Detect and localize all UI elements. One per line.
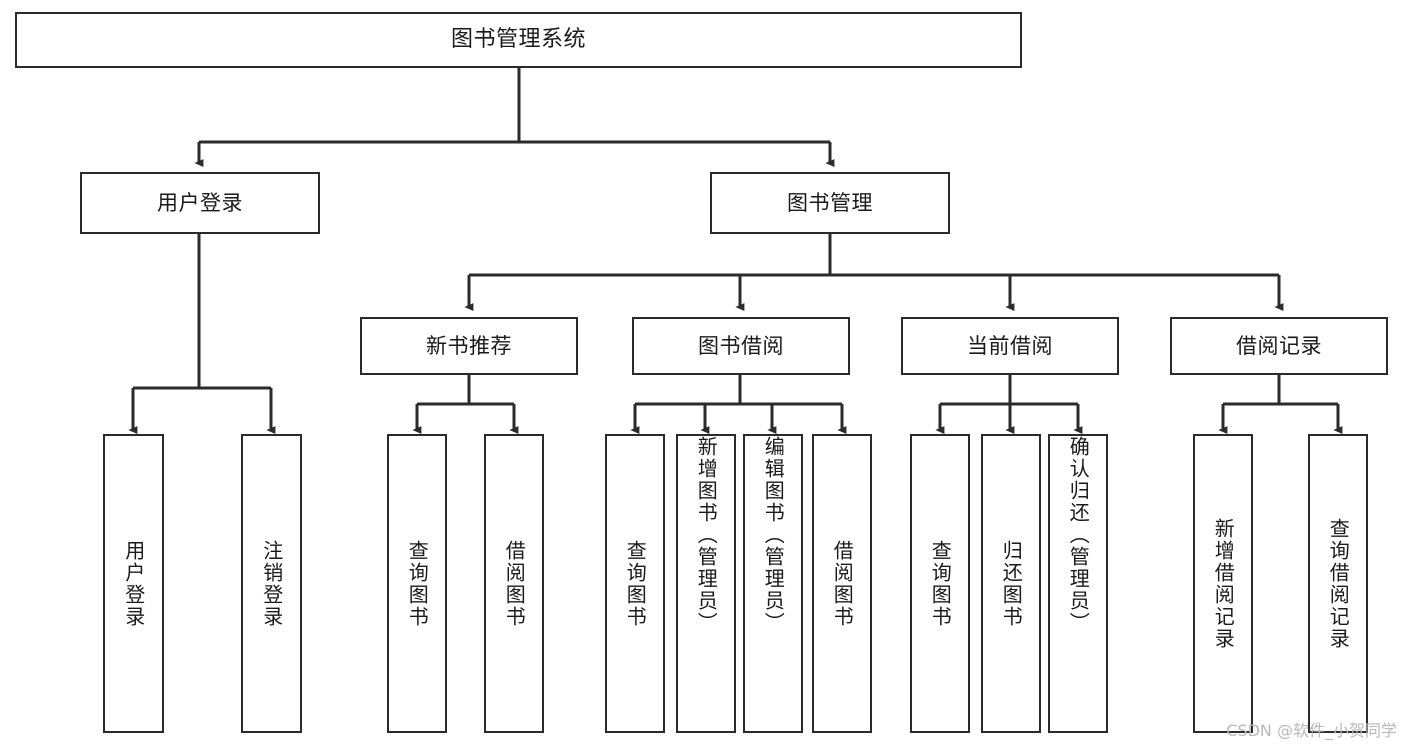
node-label: 归还图书 bbox=[999, 539, 1024, 628]
node-root-book-management-system[interactable]: 图书管理系统 bbox=[15, 12, 1022, 68]
node-label: 查询图书 bbox=[928, 539, 953, 628]
node-user-login[interactable]: 用户登录 bbox=[80, 172, 320, 234]
node-label: 查询图书 bbox=[623, 539, 648, 628]
node-label: 图书管理系统 bbox=[450, 27, 586, 52]
leaf-query-borrow-record[interactable]: 查询借阅记录 bbox=[1308, 434, 1368, 733]
node-label: 用户登录 bbox=[157, 190, 243, 215]
leaf-logout[interactable]: 注销登录 bbox=[241, 434, 302, 733]
leaf-edit-book-admin[interactable]: 编辑图书（管理员） bbox=[743, 434, 803, 733]
node-label: 新增图书（管理员） bbox=[694, 436, 719, 634]
node-label: 图书管理 bbox=[787, 190, 873, 215]
leaf-query-book-current[interactable]: 查询图书 bbox=[910, 434, 970, 733]
leaf-query-book-recommend[interactable]: 查询图书 bbox=[387, 434, 447, 733]
node-label: 借阅图书 bbox=[502, 539, 527, 628]
leaf-user-login[interactable]: 用户登录 bbox=[103, 434, 164, 733]
leaf-return-book[interactable]: 归还图书 bbox=[981, 434, 1041, 733]
node-current-borrowing[interactable]: 当前借阅 bbox=[901, 317, 1119, 375]
node-label: 图书借阅 bbox=[698, 333, 784, 358]
leaf-add-borrow-record[interactable]: 新增借阅记录 bbox=[1193, 434, 1253, 733]
node-label: 借阅记录 bbox=[1236, 333, 1322, 358]
node-book-management[interactable]: 图书管理 bbox=[710, 172, 950, 234]
node-label: 注销登录 bbox=[259, 539, 284, 628]
leaf-query-book-borrow[interactable]: 查询图书 bbox=[605, 434, 665, 733]
leaf-confirm-return-admin[interactable]: 确认归还（管理员） bbox=[1048, 434, 1108, 733]
leaf-borrow-book-borrow[interactable]: 借阅图书 bbox=[812, 434, 872, 733]
leaf-borrow-book-recommend[interactable]: 借阅图书 bbox=[484, 434, 544, 733]
node-book-borrowing[interactable]: 图书借阅 bbox=[632, 317, 850, 375]
node-label: 查询借阅记录 bbox=[1326, 517, 1351, 650]
node-label: 编辑图书（管理员） bbox=[761, 436, 786, 634]
node-borrow-records[interactable]: 借阅记录 bbox=[1170, 317, 1388, 375]
node-label: 借阅图书 bbox=[830, 539, 855, 628]
node-label: 用户登录 bbox=[121, 539, 146, 628]
node-label: 确认归还（管理员） bbox=[1066, 436, 1091, 634]
node-label: 新书推荐 bbox=[426, 333, 512, 358]
leaf-add-book-admin[interactable]: 新增图书（管理员） bbox=[676, 434, 736, 733]
node-label: 新增借阅记录 bbox=[1211, 517, 1236, 650]
node-label: 查询图书 bbox=[405, 539, 430, 628]
node-label: 当前借阅 bbox=[967, 333, 1053, 358]
node-new-book-recommendation[interactable]: 新书推荐 bbox=[360, 317, 578, 375]
csdn-watermark: CSDN @软件_小贺同学 bbox=[1226, 721, 1397, 740]
